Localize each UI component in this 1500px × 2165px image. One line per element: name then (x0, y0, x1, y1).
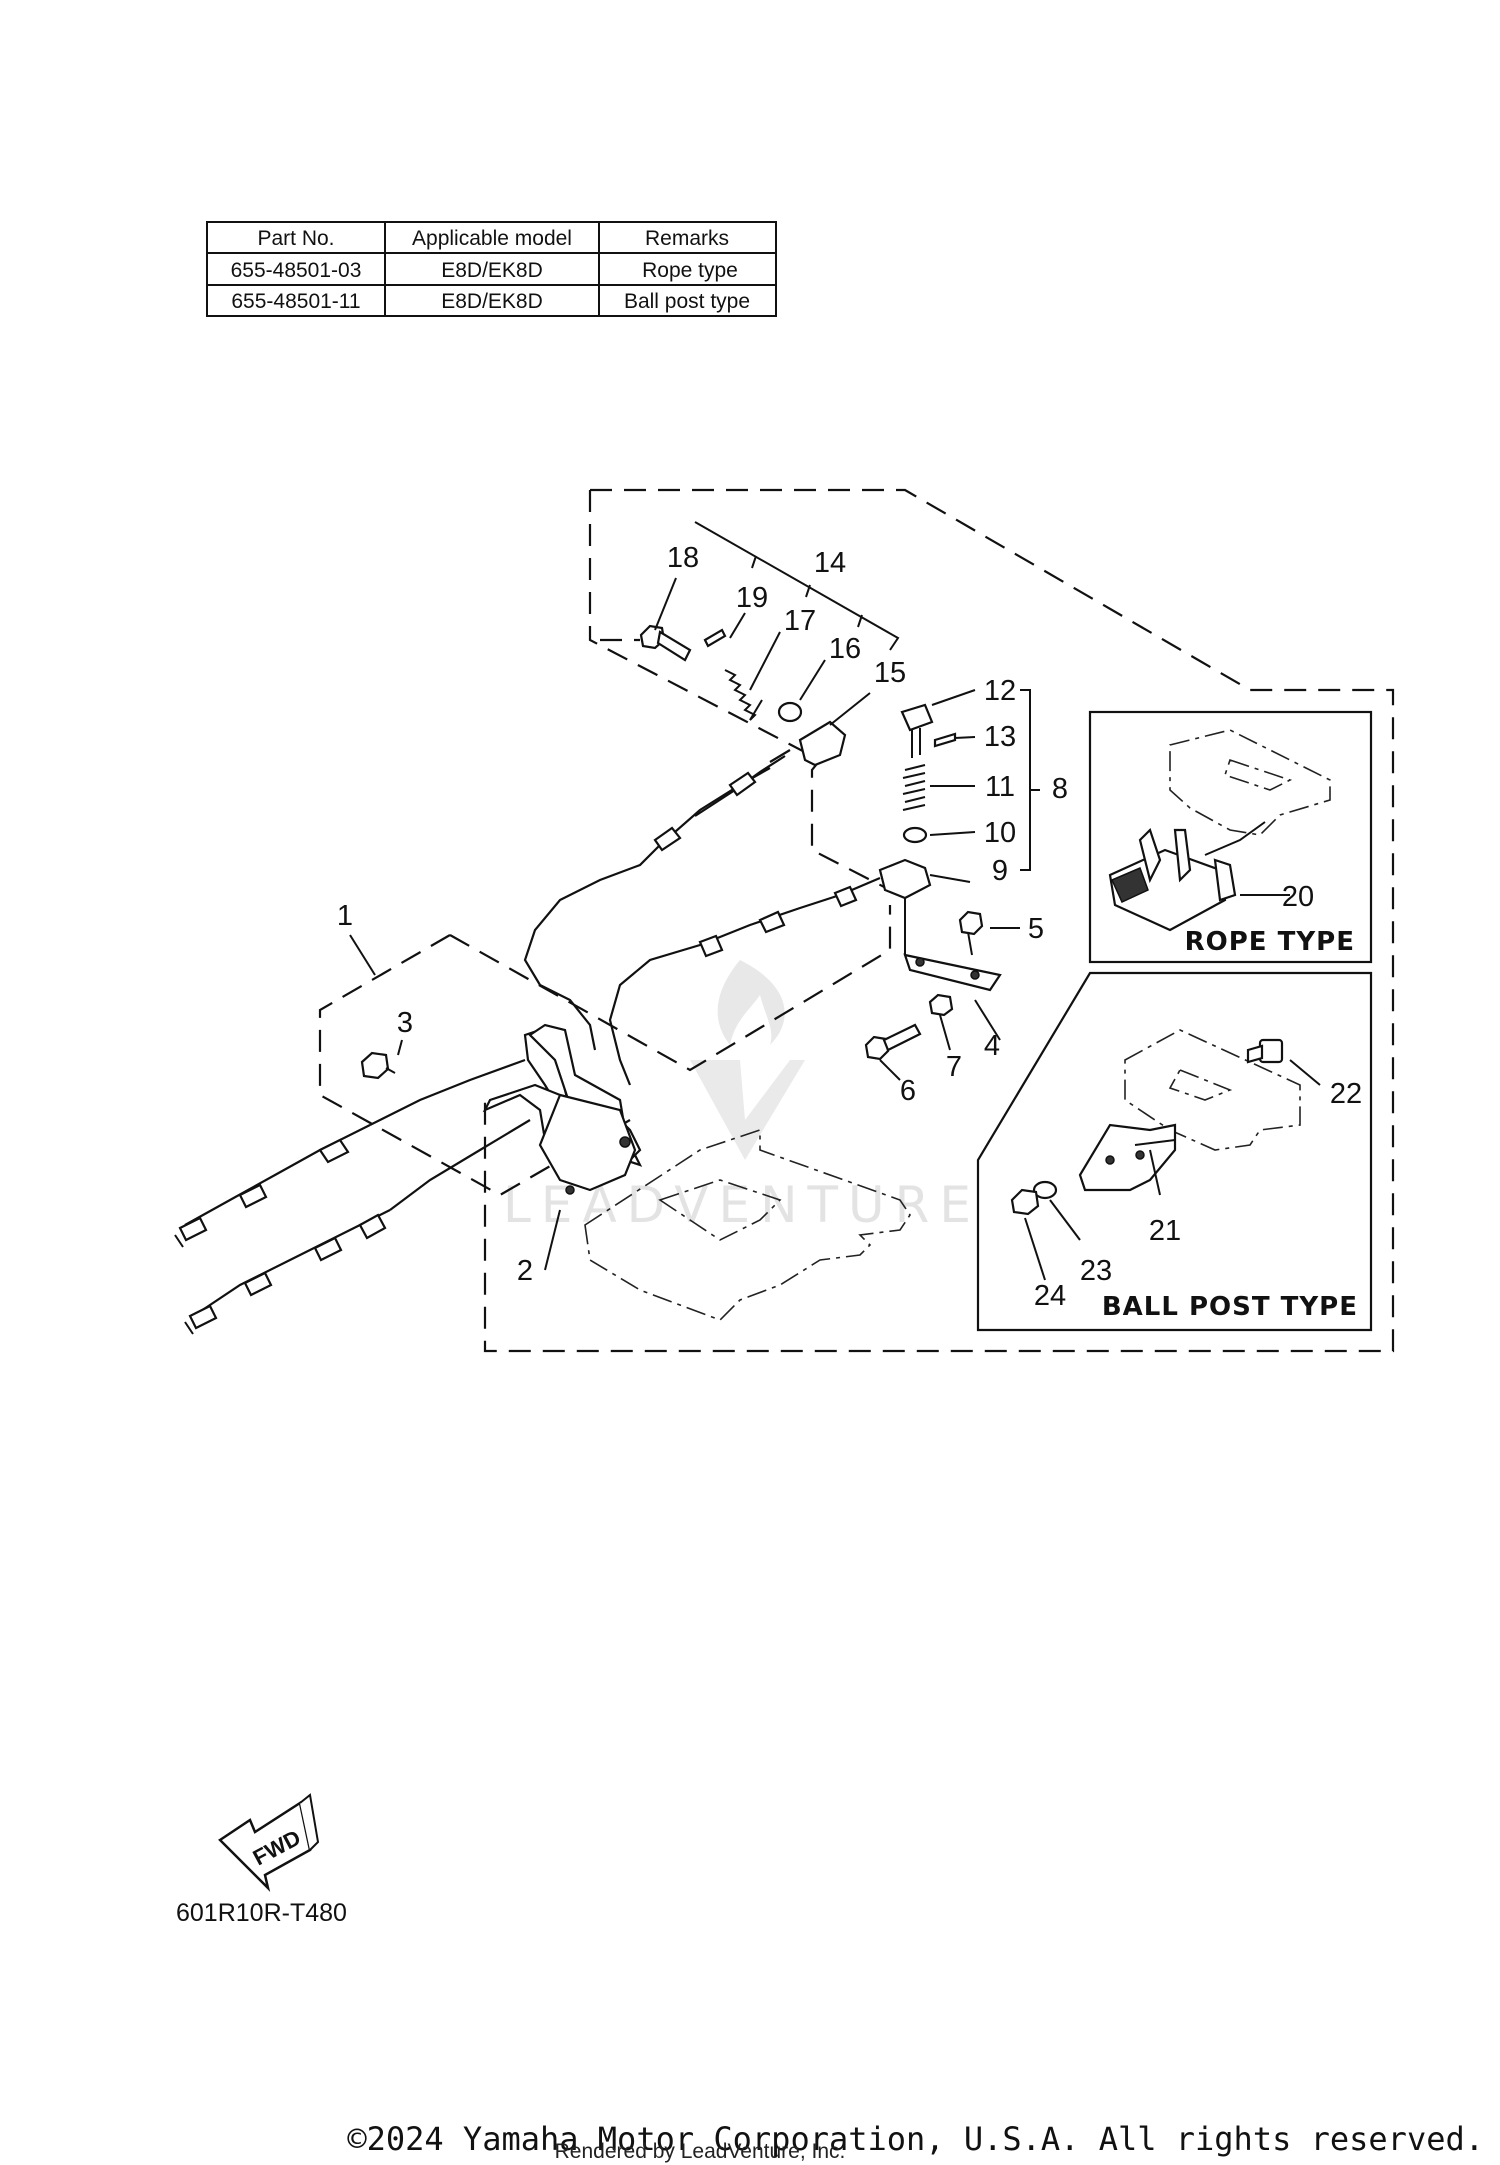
table-header-model: Applicable model (412, 227, 572, 250)
ball-post-type-label: BALL POST TYPE (1102, 1292, 1358, 1322)
kit-8-parts (864, 689, 1040, 1061)
callout-10: 10 (984, 817, 1016, 849)
callout-1: 1 (337, 900, 353, 932)
fwd-arrow-icon: FWD (218, 1793, 320, 1892)
applicability-table: Part No. Applicable model Remarks 655-48… (206, 221, 777, 317)
table-header-part-no: Part No. (257, 227, 334, 250)
callout-20: 20 (1282, 881, 1314, 913)
callout-2: 2 (517, 1255, 533, 1287)
table-cell: E8D/EK8D (441, 259, 543, 282)
callout-7: 7 (946, 1051, 962, 1083)
callout-8: 8 (1052, 773, 1068, 805)
rendered-by: Rendered by LeadVenture, Inc. (555, 2140, 846, 2163)
watermark: LEADVENTURE (503, 960, 971, 1234)
callout-13: 13 (984, 721, 1016, 753)
leader-lines (349, 577, 1321, 1281)
callout-9: 9 (992, 855, 1008, 887)
kit-outline-1 (318, 934, 631, 1197)
callout-19: 19 (736, 582, 768, 614)
callout-18: 18 (667, 542, 699, 574)
copyright-notice: ©2024 Yamaha Motor Corporation, U.S.A. A… (347, 2120, 1484, 2158)
callout-23: 23 (1080, 1255, 1112, 1287)
engine-base-outline (584, 1128, 911, 1321)
callout-24: 24 (1034, 1280, 1066, 1312)
ball-post-type-box: BALL POST TYPE (976, 971, 1373, 1332)
table-cell: Ball post type (624, 290, 750, 313)
table-cell: E8D/EK8D (441, 290, 543, 313)
control-cables (174, 749, 881, 1335)
rope-type-box: ROPE TYPE (1088, 710, 1373, 964)
upper-kit-parts (639, 521, 900, 767)
reference-code: 601R10R-T480 (176, 1899, 347, 1927)
callout-21: 21 (1149, 1215, 1181, 1247)
callout-3: 3 (397, 1007, 413, 1039)
table-cell: 655-48501-03 (231, 259, 362, 282)
table-cell: Rope type (642, 259, 738, 282)
callout-22: 22 (1330, 1078, 1362, 1110)
callout-15: 15 (874, 657, 906, 689)
callout-6: 6 (900, 1075, 916, 1107)
callout-numbers: 1 2 3 4 5 6 7 8 9 10 11 12 13 14 15 16 1… (337, 542, 1362, 1312)
callout-12: 12 (984, 675, 1016, 707)
bracket-assembly (360, 1023, 643, 1195)
callout-4: 4 (984, 1030, 1000, 1062)
callout-17: 17 (784, 605, 816, 637)
table-header-remarks: Remarks (645, 227, 729, 250)
table-cell: 655-48501-11 (231, 290, 360, 313)
callout-14: 14 (814, 547, 846, 579)
main-assembly-outline (483, 488, 1395, 1353)
callout-11: 11 (985, 771, 1015, 803)
callout-16: 16 (829, 633, 861, 665)
rope-type-label: ROPE TYPE (1185, 927, 1355, 957)
callout-5: 5 (1028, 913, 1044, 945)
